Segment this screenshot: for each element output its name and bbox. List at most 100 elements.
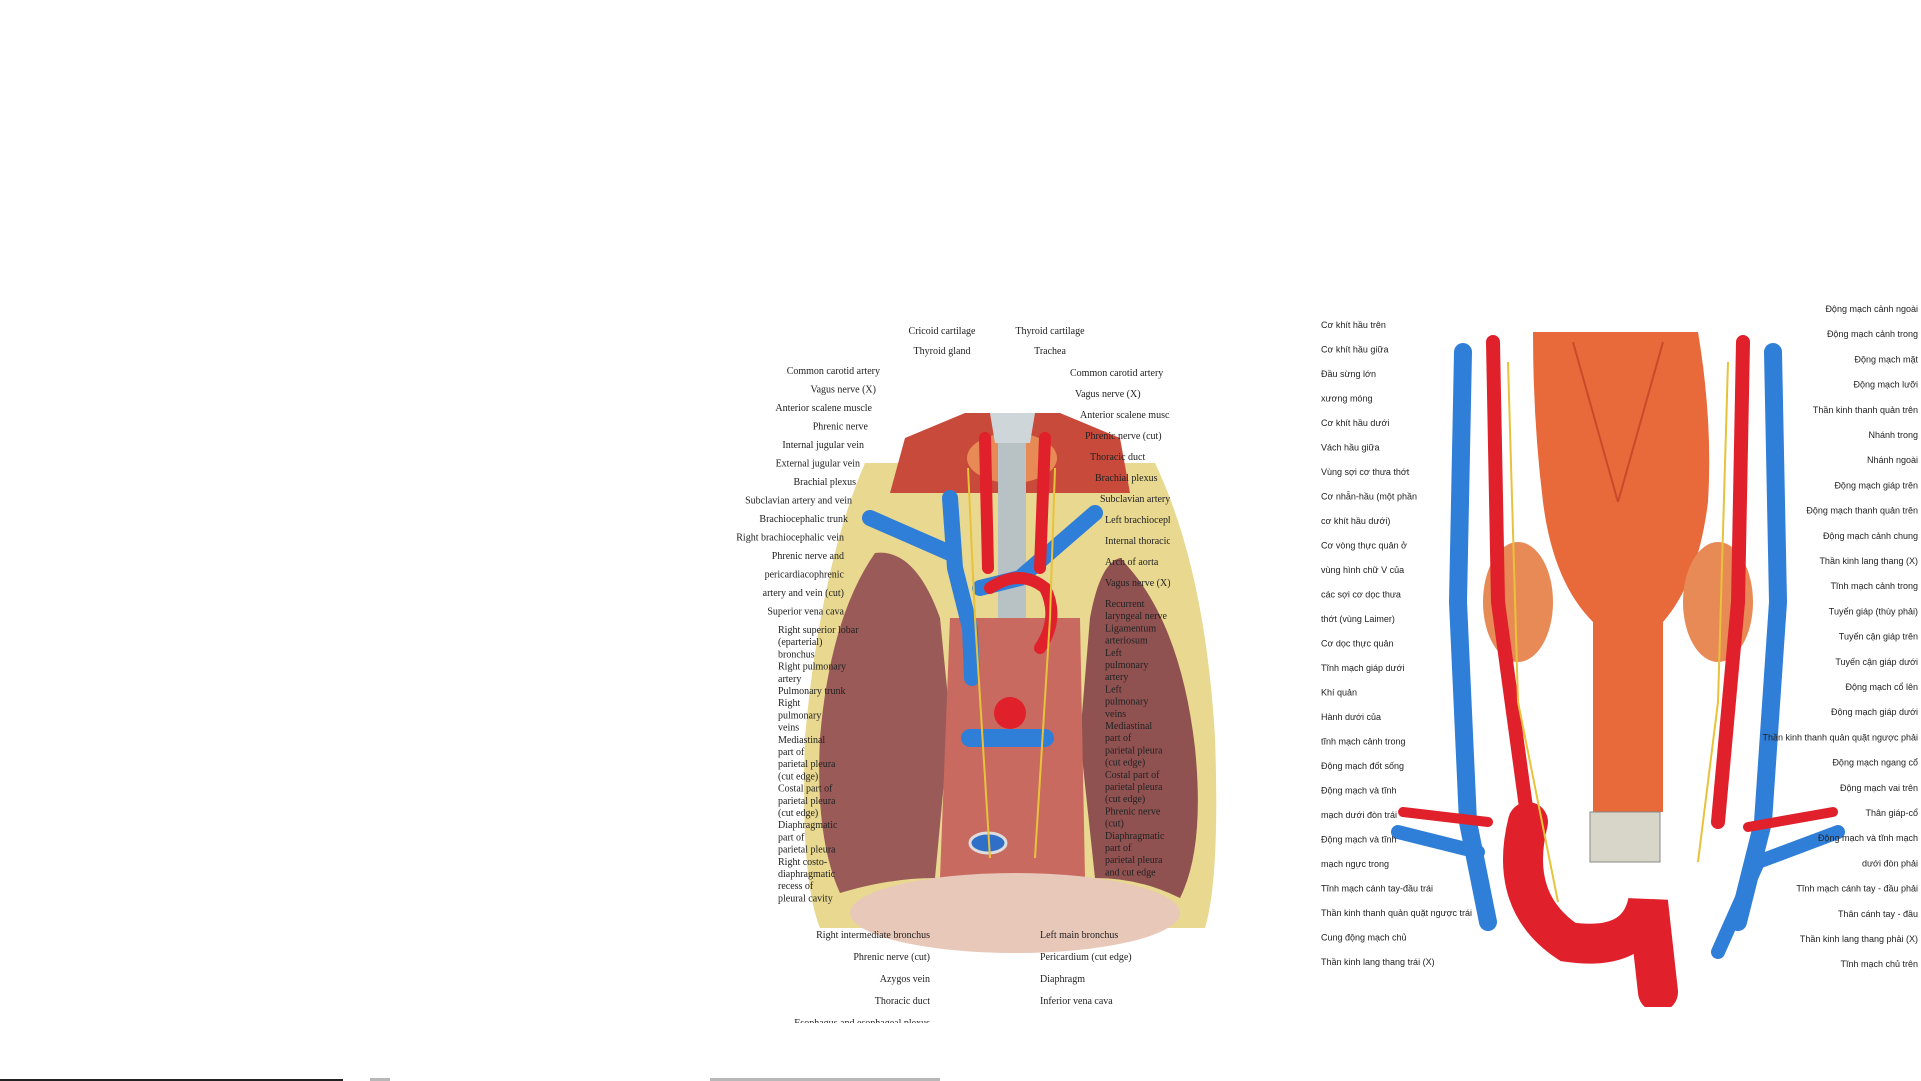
anatomy-label: Thần kinh thanh quản trên: [1813, 405, 1918, 415]
anatomy-label: Diaphragmatic: [778, 820, 838, 831]
footer-text-fragment: [710, 1078, 940, 1081]
anatomy-label: artery: [1105, 672, 1128, 683]
anatomy-label: Tĩnh mạch cánh tay-đầu trái: [1321, 884, 1433, 894]
anatomy-label: (cut edge): [778, 771, 818, 782]
anatomy-label: Động mạch đốt sống: [1321, 761, 1404, 771]
anatomy-label: Common carotid artery: [787, 366, 880, 377]
anatomy-label: Vách hầu giữa: [1321, 443, 1380, 453]
diaphragm: [850, 873, 1180, 953]
anatomy-label: Cung động mạch chủ: [1321, 933, 1407, 943]
anatomy-label: Động mạch thanh quản trên: [1806, 506, 1918, 516]
anatomy-label: Tuyến cận giáp trên: [1839, 632, 1918, 642]
anatomy-label: Động mạch cảnh chung: [1823, 531, 1918, 541]
anatomy-label: Nhánh ngoài: [1867, 455, 1918, 465]
anatomy-label: cơ khít hầu dưới): [1321, 516, 1390, 526]
anatomy-label: pulmonary: [1105, 697, 1148, 708]
anatomy-label: Subclavian artery and vein: [745, 496, 852, 507]
anatomy-label: pleural cavity: [778, 893, 833, 904]
anatomy-label: Right pulmonary: [778, 662, 846, 673]
anatomy-label: Phrenic nerve: [1105, 806, 1161, 817]
anatomy-label: artery: [778, 674, 801, 685]
anatomy-label: Động mạch vai trên: [1840, 783, 1918, 793]
anatomy-label: Thân cánh tay - đầu: [1838, 909, 1918, 919]
anatomy-label: Arch of aorta: [1105, 557, 1159, 568]
anatomy-label: parietal pleura: [1105, 855, 1163, 866]
anatomy-label: thớt (vùng Laimer): [1321, 614, 1395, 624]
vagus-nerves: [1507, 361, 1729, 903]
anatomy-label: Right intermediate bronchus: [816, 930, 930, 941]
anatomy-label: Diaphragm: [1040, 974, 1085, 985]
anatomy-label: Right: [778, 698, 800, 709]
anatomy-label: mạch dưới đòn trái: [1321, 810, 1397, 820]
aortic-arch: [1503, 802, 1678, 1012]
anatomy-label: Động mạch cổ lên: [1845, 682, 1918, 692]
anatomy-label: mạch ngực trong: [1321, 859, 1389, 869]
anatomy-label: Động mạch và tĩnh mạch: [1818, 833, 1918, 843]
anatomy-label: Brachial plexus: [1095, 473, 1158, 484]
anatomy-label: Động mạch lưỡi: [1854, 380, 1918, 390]
anatomy-label: Cricoid cartilage: [909, 326, 976, 337]
anatomy-label: Recurrent: [1105, 599, 1145, 610]
anatomy-label: Động mạch giáp dưới: [1831, 707, 1918, 717]
anatomy-label: (cut edge): [778, 808, 818, 819]
anatomy-label: parietal pleura: [1105, 745, 1163, 756]
anatomy-label: Common carotid artery: [1070, 368, 1163, 379]
vagus-nerves: [967, 467, 1056, 859]
anatomy-label: Diaphragmatic: [1105, 831, 1165, 842]
anatomy-label: Cơ khít hầu giữa: [1321, 345, 1388, 355]
pharynx-esophagus: [1533, 332, 1710, 812]
thorax-illustration: [804, 413, 1217, 953]
neck-illustration: [1391, 332, 1845, 1012]
anatomy-label: dưới đòn phải: [1862, 858, 1918, 868]
anatomy-label: Tĩnh mạch cảnh trong: [1830, 581, 1918, 591]
anatomy-label: Tuyến giáp (thùy phải): [1829, 606, 1918, 616]
anatomy-label: Động mạch mặt: [1854, 354, 1918, 364]
anatomy-label: Hành dưới của: [1321, 712, 1381, 722]
anatomy-label: Thần kinh lang thang phải (X): [1800, 934, 1918, 944]
anatomy-label: pulmonary: [778, 710, 821, 721]
anatomy-label: Tĩnh mạch chủ trên: [1840, 959, 1918, 969]
anatomy-label: Thần kinh thanh quản quặt ngược trái: [1321, 908, 1472, 918]
anatomy-label: Mediastinal: [1105, 721, 1152, 732]
anatomy-label: Động mạch giáp trên: [1834, 480, 1918, 490]
anatomy-label: Anterior scalene muscle: [1080, 410, 1170, 421]
anatomy-label: Subclavian artery and vein: [1100, 494, 1170, 505]
aortic-root: [994, 697, 1026, 729]
anatomy-label: Trachea: [1034, 346, 1066, 357]
anatomy-label: (cut edge): [1105, 794, 1145, 805]
anatomy-label: xương móng: [1321, 394, 1372, 404]
anatomy-label: Thyroid cartilage: [1015, 326, 1085, 337]
anatomy-label: parietal pleura: [1105, 782, 1163, 793]
anatomy-label: Right costo-: [778, 857, 827, 868]
anatomy-label: Mediastinal: [778, 735, 825, 746]
pharynx-raphe: [1572, 341, 1664, 503]
anatomy-label: veins: [1105, 709, 1126, 720]
anatomy-label: Thần kinh thanh quản quặt ngược phải: [1762, 732, 1918, 742]
anatomy-label: Costal part of: [1105, 770, 1160, 781]
anatomy-label: Tuyến cận giáp dưới: [1835, 657, 1918, 667]
anatomy-label: Tĩnh mạch cánh tay - đầu phải: [1796, 884, 1918, 894]
anatomy-label: Nhánh trong: [1868, 430, 1918, 440]
anatomy-label: Internal thoracic artery: [1105, 536, 1170, 547]
anatomy-label: Khí quản: [1321, 688, 1357, 698]
subclavian-arteries: [1398, 807, 1838, 832]
anatomy-label: Pulmonary trunk: [778, 686, 846, 697]
subclavian-veins: [1391, 825, 1845, 959]
anatomy-label: pulmonary: [1105, 660, 1148, 671]
anatomy-label: Cơ khít hầu trên: [1321, 320, 1386, 330]
anatomy-label: Cơ vòng thực quản ở: [1321, 541, 1407, 551]
anatomy-label: (cut): [1105, 819, 1124, 830]
anatomy-label: Anterior scalene muscle: [775, 403, 872, 414]
anatomy-label: các sợi cơ dọc thưa: [1321, 590, 1401, 600]
anatomy-label: Thần kinh lang thang trái (X): [1321, 957, 1435, 967]
anatomy-label: artery and vein (cut): [763, 588, 844, 599]
anatomy-label: part of: [778, 747, 805, 758]
anatomy-label: Động mạch và tĩnh: [1321, 786, 1397, 796]
anatomy-label: Vagus nerve (X): [1075, 389, 1141, 400]
anatomy-label: Động mạch ngang cổ: [1832, 758, 1918, 768]
anatomy-label: Left: [1105, 684, 1122, 695]
anatomy-label: Left brachiocephalic vein: [1105, 515, 1170, 526]
anatomy-label: Phrenic nerve and: [772, 551, 844, 562]
anatomy-label: Thoracic duct: [1090, 452, 1145, 463]
anatomy-label: Costal part of: [778, 784, 833, 795]
